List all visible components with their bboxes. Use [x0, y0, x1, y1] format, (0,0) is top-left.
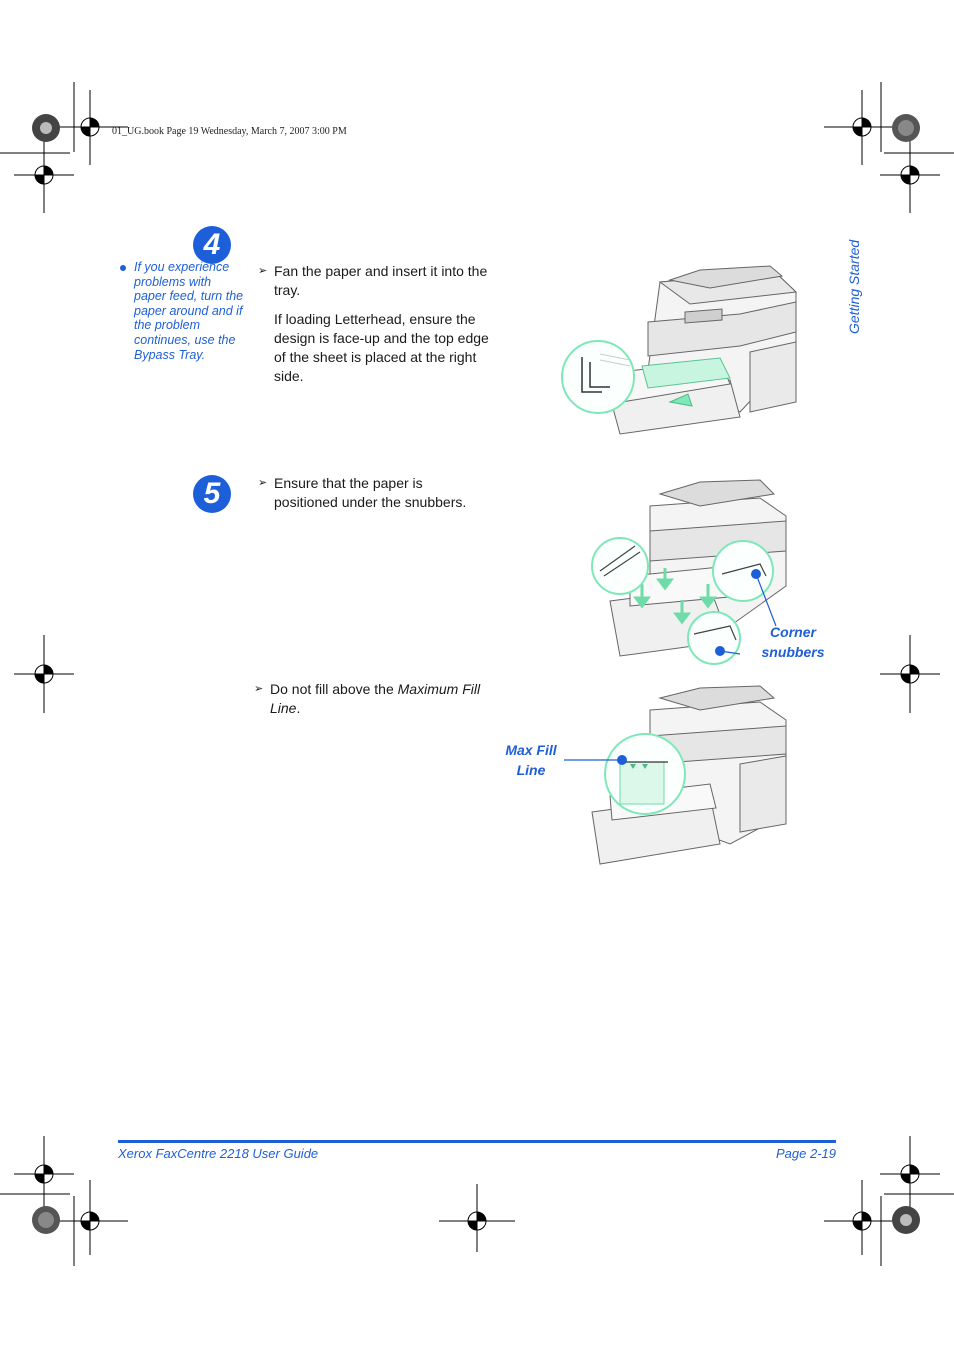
side-tab: Getting Started [846, 226, 866, 336]
step-5-badge: 5 [193, 475, 231, 513]
arrow-bullet-icon: ➢ [254, 683, 264, 695]
fill-line-text-before: Do not fill above the [270, 681, 398, 697]
step-4-bullet-text: Fan the paper and insert it into the tra… [274, 263, 488, 298]
callout-line-1: Max Fill [505, 742, 557, 758]
illustration-insert-paper [561, 265, 798, 435]
step-4-badge: 4 [193, 226, 231, 264]
step-5-bullet-text: Ensure that the paper is positioned unde… [274, 475, 467, 510]
callout-line-1: Corner [770, 624, 816, 640]
footer-rule [118, 1140, 836, 1143]
side-tab-label: Getting Started [846, 239, 862, 334]
illustration-max-fill-line [564, 685, 787, 865]
illustration-snubbers [591, 479, 787, 665]
corner-snubbers-callout: Corner snubbers [755, 622, 831, 662]
book-info: 01_UG.book Page 19 Wednesday, March 7, 2… [112, 126, 347, 137]
arrow-bullet-icon: ➢ [258, 477, 268, 489]
tip-note: If you experience problems with paper fe… [120, 260, 245, 362]
fill-line-bullet: ➢ Do not fill above the Maximum Fill Lin… [254, 680, 494, 718]
fill-line-bullet-text: Do not fill above the Maximum Fill Line. [270, 680, 494, 718]
bullet-dot-icon [120, 265, 126, 271]
footer-guide-title: Xerox FaxCentre 2218 User Guide [118, 1146, 319, 1161]
step-4-paragraph: If loading Letterhead, ensure the design… [274, 311, 489, 384]
footer-page-number: Page 2-19 [776, 1146, 836, 1161]
fill-line-text-after: . [296, 700, 301, 716]
callout-line-2: Line [516, 762, 546, 778]
callout-line-2: snubbers [761, 644, 825, 660]
fill-line-text-italic: Maximum Fill Line [270, 681, 481, 716]
tip-note-text: If you experience problems with paper fe… [134, 260, 244, 362]
step-4-bullet: ➢ Fan the paper and insert it into the t… [258, 262, 490, 300]
arrow-bullet-icon: ➢ [258, 265, 268, 277]
step-5-bullet: ➢ Ensure that the paper is positioned un… [258, 474, 490, 512]
max-fill-line-callout: Max Fill Line [498, 740, 564, 780]
